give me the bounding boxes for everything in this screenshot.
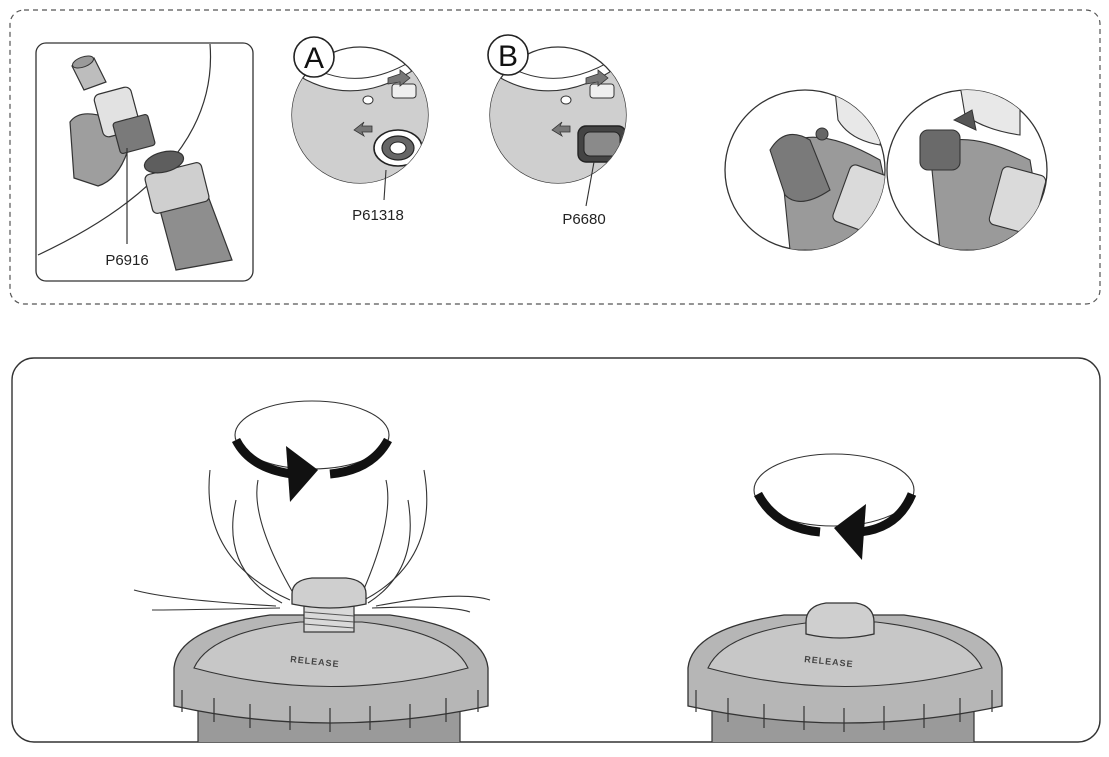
filter-lid-right: RELEASE: [687, 602, 1003, 742]
hose-tube-piece: [71, 55, 107, 91]
release-valve-knob-tightened: [805, 602, 875, 639]
pump-fitting-with-hand: [143, 150, 233, 271]
strainer-b-icon: [577, 125, 626, 163]
rotation-arrow-counterclockwise: [753, 453, 917, 560]
part-label-strainer-b: P6680: [562, 211, 605, 228]
variant-b-badge: B: [498, 40, 518, 73]
plunger-valve-step-1: [724, 89, 886, 251]
plunger-valve-step-2: [886, 89, 1048, 251]
air-escape-lines: [133, 469, 491, 613]
release-valve-knob: [291, 577, 367, 609]
adapter-inset: P6916: [35, 42, 254, 282]
part-label-strainer-a: P61318: [352, 207, 404, 224]
rotation-arrow-clockwise: [231, 400, 392, 502]
strainer-a-icon: [373, 129, 423, 167]
variant-b-detail: B P6680: [487, 34, 627, 228]
filter-lid-left: RELEASE: [173, 577, 489, 742]
top-dashed-panel: [9, 9, 1101, 305]
hand-holding-adapter: [69, 86, 156, 187]
variant-a-badge: A: [304, 42, 324, 75]
part-label-adapter: P6916: [105, 252, 148, 269]
variant-a-detail: A P61318: [291, 36, 429, 224]
